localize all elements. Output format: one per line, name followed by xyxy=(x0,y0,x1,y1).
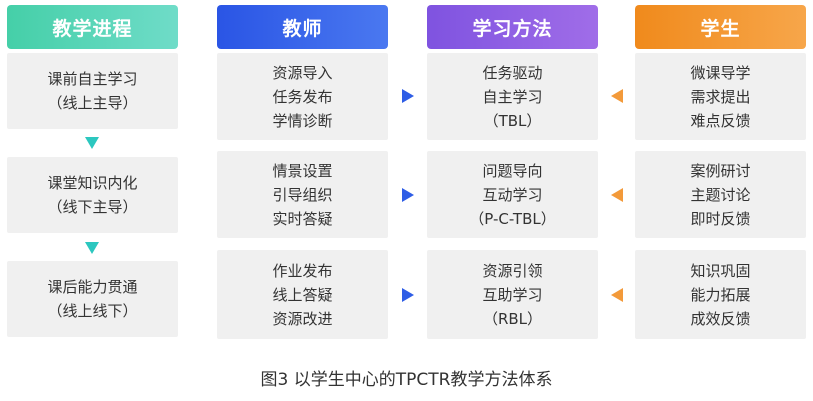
method-text: （TBL） xyxy=(483,111,542,130)
teacher-box-post-class: 作业发布 线上答疑 资源改进 xyxy=(217,250,388,339)
stage-text: 课后能力贯通 xyxy=(47,278,138,296)
stage-text: （线下主导） xyxy=(47,198,138,216)
teacher-text: 引导组织 xyxy=(272,185,333,204)
student-text: 即时反馈 xyxy=(690,209,751,228)
student-text: 难点反馈 xyxy=(690,111,751,130)
student-box-post-class: 知识巩固 能力拓展 成效反馈 xyxy=(635,250,806,339)
teacher-text: 任务发布 xyxy=(272,87,333,106)
method-text: （P-C-TBL） xyxy=(469,209,556,228)
method-box-in-class: 问题导向 互动学习 （P-C-TBL） xyxy=(427,151,598,238)
teacher-text: 作业发布 xyxy=(272,261,333,280)
teacher-text: 线上答疑 xyxy=(272,285,333,304)
student-box-in-class: 案例研讨 主题讨论 即时反馈 xyxy=(635,151,806,238)
method-box-pre-class: 任务驱动 自主学习 （TBL） xyxy=(427,53,598,140)
arrow-right-icon xyxy=(402,89,414,103)
teacher-text: 实时答疑 xyxy=(272,209,333,228)
student-text: 案例研讨 xyxy=(690,161,751,180)
method-text: 互助学习 xyxy=(482,285,543,304)
student-text: 知识巩固 xyxy=(690,261,751,280)
method-text: （RBL） xyxy=(482,309,543,328)
stage-box-in-class: 课堂知识内化 （线下主导） xyxy=(7,157,178,233)
teacher-text: 学情诊断 xyxy=(272,111,333,130)
stage-box-post-class: 课后能力贯通 （线上线下） xyxy=(7,261,178,337)
teacher-box-pre-class: 资源导入 任务发布 学情诊断 xyxy=(217,53,388,140)
header-learning-method: 学习方法 xyxy=(427,5,598,49)
method-text: 资源引领 xyxy=(482,261,543,280)
teacher-text: 资源导入 xyxy=(272,63,333,82)
method-box-post-class: 资源引领 互助学习 （RBL） xyxy=(427,250,598,339)
stage-text: （线上主导） xyxy=(47,94,138,112)
figure-caption: 图3 以学生中心的TPCTR教学方法体系 xyxy=(260,370,553,390)
teacher-text: 资源改进 xyxy=(272,309,333,328)
method-text: 互动学习 xyxy=(482,185,543,204)
arrow-right-icon xyxy=(402,188,414,202)
arrow-down-icon xyxy=(85,242,99,254)
header-student: 学生 xyxy=(635,5,806,49)
stage-box-pre-class: 课前自主学习 （线上主导） xyxy=(7,53,178,129)
method-text: 问题导向 xyxy=(482,161,543,180)
method-text: 任务驱动 xyxy=(482,63,543,82)
arrow-left-icon xyxy=(611,89,623,103)
stage-text: （线上线下） xyxy=(47,302,138,320)
method-text: 自主学习 xyxy=(482,87,543,106)
student-text: 能力拓展 xyxy=(690,285,751,304)
stage-text: 课前自主学习 xyxy=(47,70,138,88)
student-text: 微课导学 xyxy=(690,63,751,82)
teacher-box-in-class: 情景设置 引导组织 实时答疑 xyxy=(217,151,388,238)
student-text: 主题讨论 xyxy=(690,185,751,204)
stage-text: 课堂知识内化 xyxy=(47,174,138,192)
student-text: 需求提出 xyxy=(690,87,751,106)
teacher-text: 情景设置 xyxy=(272,161,333,180)
header-teaching-progress: 教学进程 xyxy=(7,5,178,49)
student-text: 成效反馈 xyxy=(690,309,751,328)
student-box-pre-class: 微课导学 需求提出 难点反馈 xyxy=(635,53,806,140)
arrow-left-icon xyxy=(611,288,623,302)
header-teacher: 教师 xyxy=(217,5,388,49)
arrow-left-icon xyxy=(611,188,623,202)
arrow-down-icon xyxy=(85,137,99,149)
arrow-right-icon xyxy=(402,288,414,302)
